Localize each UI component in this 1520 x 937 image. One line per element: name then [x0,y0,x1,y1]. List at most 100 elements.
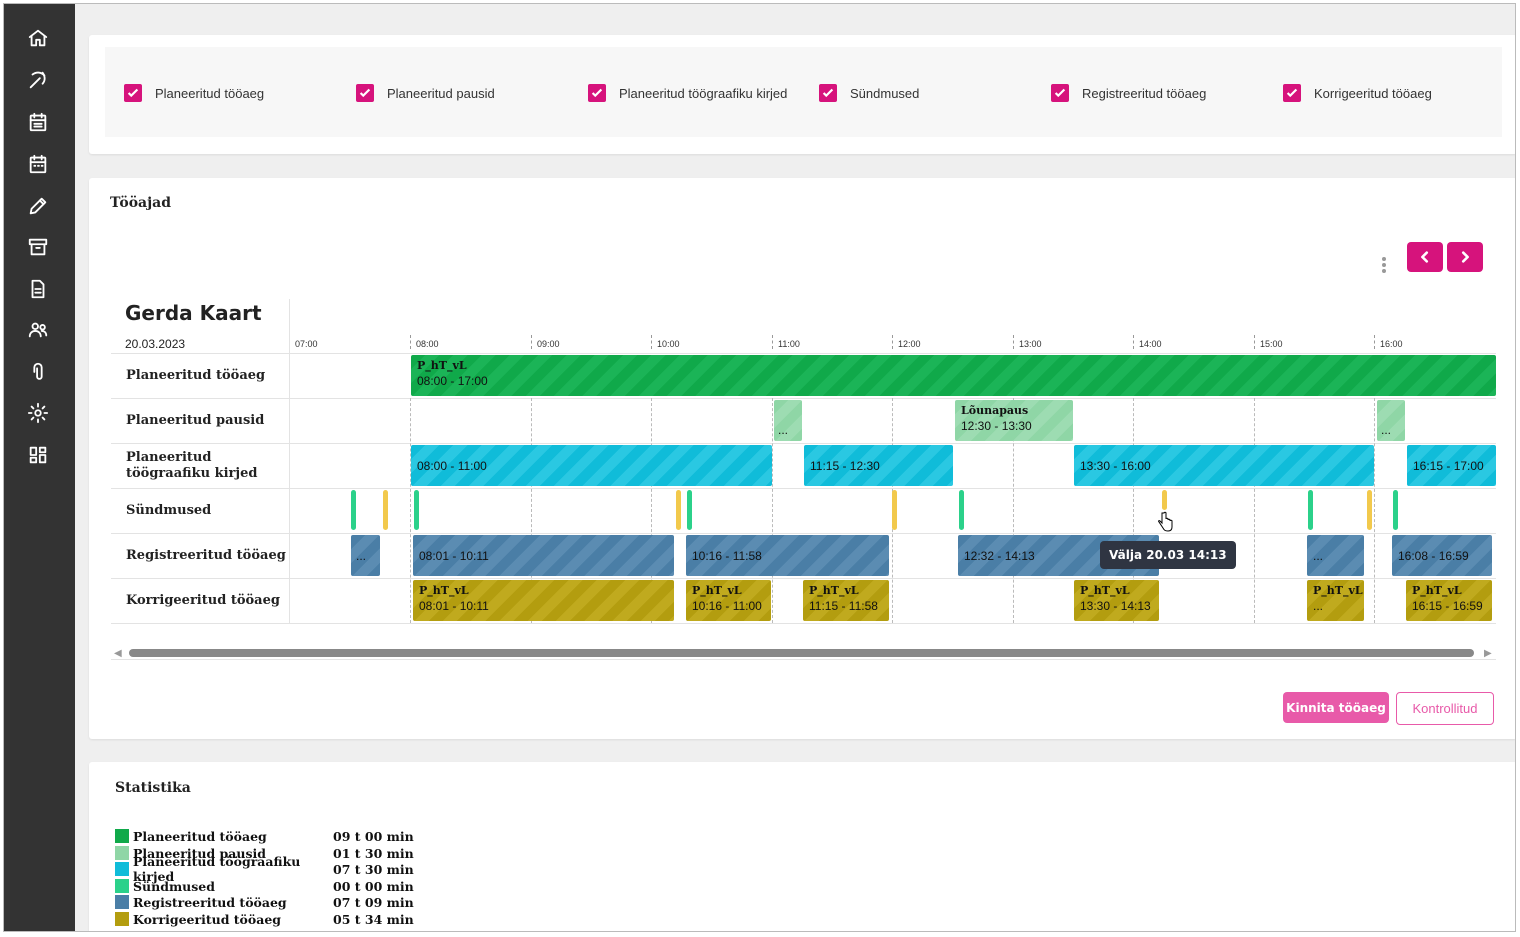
stat-row: Sündmused 00 t 00 min [115,878,414,894]
filter-planned-breaks[interactable]: Planeeritud pausid [356,84,495,102]
event-marker[interactable] [892,490,897,530]
filter-label: Planeeritud töögraafiku kirjed [619,85,788,101]
paperclip-icon[interactable] [26,360,50,384]
pickaxe-icon[interactable] [26,68,50,92]
corrected-worktime-bar[interactable]: P_hT_vL 13:30 - 14:13 [1074,580,1159,621]
event-marker[interactable] [687,490,692,530]
bar-time: 10:16 - 11:58 [692,548,762,563]
registered-worktime-bar[interactable]: ... [1307,535,1364,576]
archive-icon[interactable] [26,235,50,259]
filter-label: Sündmused [850,85,920,101]
hand-cursor-icon [1158,511,1173,532]
calendar-icon[interactable] [26,152,50,176]
stat-value: 00 t 00 min [333,878,414,894]
event-marker[interactable] [1162,490,1167,510]
row-label-events: Sündmused [126,502,212,518]
checked-button[interactable]: Kontrollitud [1396,692,1494,725]
bar-time: 16:15 - 16:59 [1412,599,1483,613]
scroll-left-arrow-icon[interactable]: ◀ [114,648,122,659]
schedule-entry-bar[interactable]: 16:15 - 17:00 [1407,445,1496,486]
row-divider [111,533,1496,534]
registered-worktime-bar[interactable]: 16:08 - 16:59 [1392,535,1492,576]
row-divider [111,398,1496,399]
pencil-icon[interactable] [26,194,50,218]
corrected-worktime-bar[interactable]: P_hT_vL 08:01 - 10:11 [413,580,674,621]
checkbox-checked-icon[interactable] [1283,84,1301,102]
next-day-button[interactable] [1447,242,1483,272]
filter-events[interactable]: Sündmused [819,84,919,102]
bar-time: 12:32 - 14:13 [964,548,1035,563]
filter-planned-worktime[interactable]: Planeeritud tööaeg [124,84,264,102]
planned-break-bar[interactable]: ... [774,400,802,441]
checkbox-checked-icon[interactable] [588,84,606,102]
calendar-list-icon[interactable] [26,110,50,134]
hour-tick: 11:00 [778,339,800,349]
scrollbar-thumb[interactable] [129,649,1474,657]
filter-schedule-entries[interactable]: Planeeritud töögraafiku kirjed [588,84,787,102]
filter-label: Planeeritud tööaeg [155,85,265,101]
filter-corrected-worktime[interactable]: Korrigeeritud tööaeg [1283,84,1432,102]
bar-time: 08:01 - 10:11 [419,599,489,613]
worktimes-card: Tööajad Gerda Kaart 20.03.2023 [89,178,1515,739]
registered-worktime-bar[interactable]: 08:01 - 10:11 [413,535,674,576]
filters-card: Planeeritud tööaeg Planeeritud pausid Pl… [89,35,1515,154]
event-marker[interactable] [1308,490,1313,530]
hour-gridline [1374,398,1375,623]
scroll-right-arrow-icon[interactable]: ▶ [1484,648,1492,659]
stat-value: 01 t 30 min [333,845,414,861]
registered-worktime-bar[interactable]: ... [351,535,380,576]
document-icon[interactable] [26,277,50,301]
dashboard-icon[interactable] [26,443,50,467]
bar-title: P_hT_vL [809,584,859,597]
stat-row: Registreeritud tööaeg 07 t 09 min [115,894,414,910]
corrected-worktime-bar[interactable]: P_hT_vL 16:15 - 16:59 [1406,580,1492,621]
filter-registered-worktime[interactable]: Registreeritud tööaeg [1051,84,1206,102]
checkbox-checked-icon[interactable] [1051,84,1069,102]
planned-break-bar[interactable]: ... [1377,400,1405,441]
tick-mark [1013,335,1014,349]
checkbox-checked-icon[interactable] [356,84,374,102]
horizontal-scrollbar[interactable]: ◀ ▶ [111,646,1496,660]
event-marker[interactable] [1367,490,1372,530]
confirm-worktime-button[interactable]: Kinnita tööaeg [1283,692,1389,723]
registered-worktime-bar[interactable]: 10:16 - 11:58 [686,535,889,576]
gear-icon[interactable] [26,401,50,425]
tick-mark [772,335,773,349]
row-divider [111,488,1496,489]
tick-mark [531,335,532,349]
legend-swatch [115,829,129,843]
corrected-worktime-bar[interactable]: P_hT_vL 11:15 - 11:58 [803,580,889,621]
corrected-worktime-bar[interactable]: P_hT_vL ... [1307,580,1364,621]
hour-gridline [1013,398,1014,623]
schedule-entry-bar[interactable]: 13:30 - 16:00 [1074,445,1374,486]
row-label-registered-worktime: Registreeritud tööaeg [126,547,286,563]
home-icon[interactable] [26,26,50,50]
prev-day-button[interactable] [1407,242,1443,272]
bar-title: P_hT_vL [1080,584,1130,597]
event-marker[interactable] [351,490,356,530]
planned-break-bar[interactable]: Lõunapaus 12:30 - 13:30 [955,400,1073,441]
users-icon[interactable] [26,318,50,342]
checkbox-checked-icon[interactable] [124,84,142,102]
stat-value: 07 t 30 min [333,861,414,877]
bar-title: P_hT_vL [1313,584,1363,597]
event-marker[interactable] [676,490,681,530]
corrected-worktime-bar[interactable]: P_hT_vL 10:16 - 11:00 [686,580,771,621]
bar-time: ... [1313,548,1324,563]
bar-time: 12:30 - 13:30 [961,419,1032,433]
event-marker[interactable] [414,490,419,530]
event-marker[interactable] [383,490,388,530]
row-divider [111,623,1496,624]
event-marker[interactable] [959,490,964,530]
statistics-card: Statistika Planeeritud tööaeg 09 t 00 mi… [89,762,1515,931]
checkbox-checked-icon[interactable] [819,84,837,102]
stat-label: Planeeritud töögraafiku kirjed [133,854,301,884]
stat-row: Planeeritud töögraafiku kirjed 07 t 30 m… [115,854,414,884]
event-marker[interactable] [1393,490,1398,530]
bar-time: 11:15 - 12:30 [810,458,880,473]
schedule-entry-bar[interactable]: 11:15 - 12:30 [804,445,953,486]
planned-worktime-bar[interactable]: P_hT_vL 08:00 - 17:00 [411,355,1496,396]
more-options-icon[interactable] [1380,256,1388,276]
hour-gridline [1133,398,1134,623]
schedule-entry-bar[interactable]: 08:00 - 11:00 [411,445,772,486]
